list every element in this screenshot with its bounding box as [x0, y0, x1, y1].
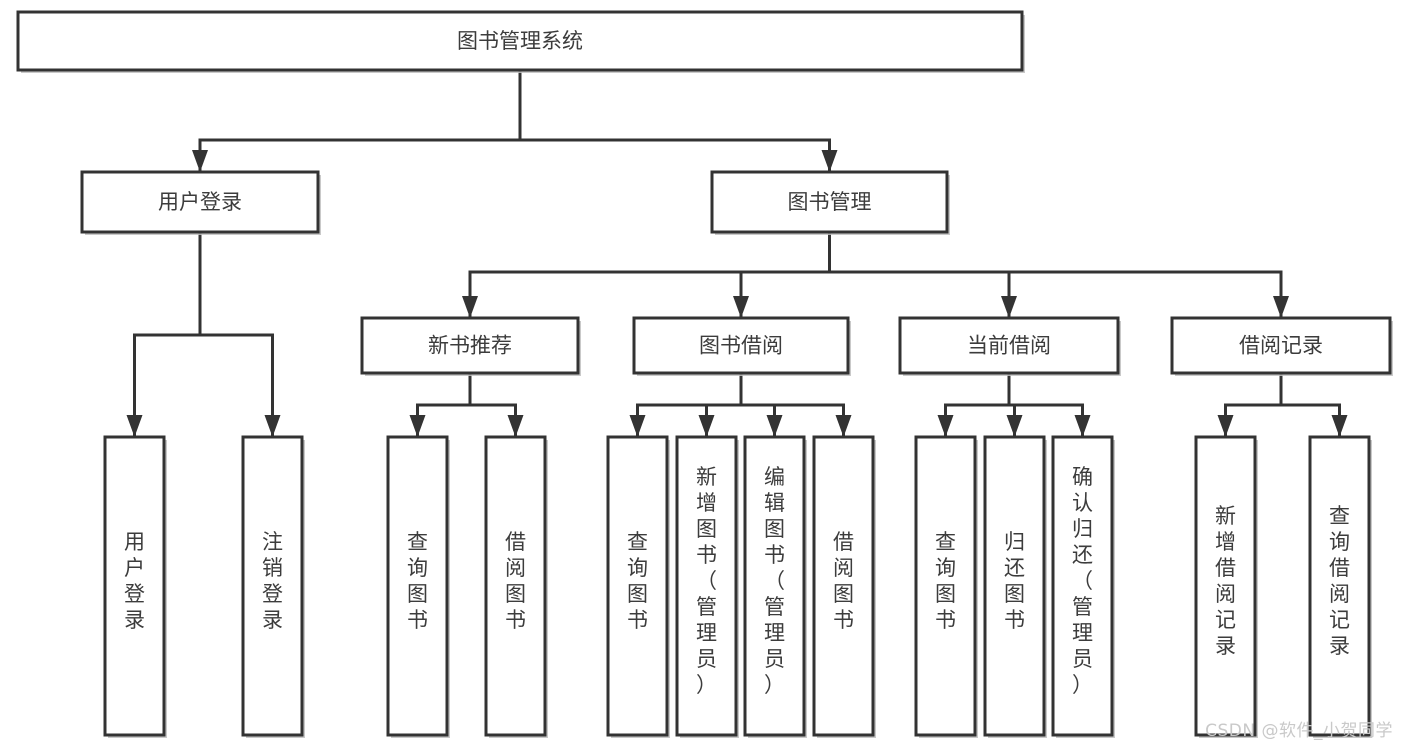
- node-box[interactable]: [675, 435, 738, 737]
- node-label: 当前借阅: [967, 334, 1051, 358]
- node-leaf-borrow-book[interactable]: 借阅图书: [812, 435, 876, 738]
- node-box[interactable]: [606, 435, 669, 737]
- node-label: 图书管理: [788, 190, 872, 214]
- node-leaf-query-books-borrow[interactable]: 查询图书: [606, 435, 670, 738]
- node-borrow-records[interactable]: 借阅记录: [1170, 316, 1393, 376]
- node-label: 借阅记录: [1239, 334, 1323, 358]
- node-label: 借阅图书: [505, 530, 526, 632]
- node-leaf-return-book[interactable]: 归还图书: [983, 435, 1047, 738]
- node-box[interactable]: [632, 316, 850, 375]
- node-root-root[interactable]: 图书管理系统: [16, 10, 1025, 73]
- node-label: 确认归还（管理员）: [1072, 465, 1093, 697]
- node-leaf-confirm-return-admin[interactable]: 确认归还（管理员）: [1051, 435, 1115, 738]
- node-label: 注销登录: [262, 530, 283, 632]
- node-box[interactable]: [386, 435, 449, 737]
- node-label: 用户登录: [158, 190, 242, 214]
- arrow-head-icon: [733, 296, 749, 318]
- arrow-head-icon: [192, 150, 208, 172]
- arrow-head-icon: [821, 150, 838, 172]
- node-user-login[interactable]: 用户登录: [80, 170, 321, 235]
- node-current-borrow[interactable]: 当前借阅: [898, 316, 1121, 376]
- node-box[interactable]: [16, 10, 1024, 72]
- arrow-head-icon: [126, 415, 143, 437]
- node-leaf-user-login[interactable]: 用户登录: [103, 435, 167, 738]
- node-label: 查询图书: [407, 530, 428, 632]
- node-label: 查询图书: [627, 530, 648, 632]
- node-box[interactable]: [1308, 435, 1371, 737]
- node-leaf-edit-book-admin[interactable]: 编辑图书（管理员）: [743, 435, 807, 738]
- node-label: 编辑图书（管理员）: [764, 465, 785, 697]
- node-label: 新增图书（管理员）: [696, 465, 717, 697]
- node-box[interactable]: [1051, 435, 1114, 737]
- node-label: 新增借阅记录: [1215, 504, 1236, 658]
- node-label: 查询借阅记录: [1329, 504, 1350, 658]
- node-label: 归还图书: [1004, 530, 1025, 632]
- arrow-head-icon: [1074, 415, 1091, 437]
- node-leaf-query-books-current[interactable]: 查询图书: [914, 435, 978, 738]
- node-leaf-add-book-admin[interactable]: 新增图书（管理员）: [675, 435, 739, 738]
- node-label: 新书推荐: [428, 334, 512, 358]
- node-leaf-logout[interactable]: 注销登录: [241, 435, 305, 738]
- node-box[interactable]: [484, 435, 547, 737]
- arrow-head-icon: [1331, 415, 1348, 437]
- node-box[interactable]: [812, 435, 875, 737]
- node-book-management[interactable]: 图书管理: [710, 170, 950, 235]
- arrow-head-icon: [507, 415, 524, 437]
- arrow-head-icon: [937, 415, 954, 437]
- node-box[interactable]: [983, 435, 1046, 737]
- arrow-head-icon: [1273, 296, 1289, 318]
- arrow-head-icon: [1001, 296, 1017, 318]
- node-book-borrow[interactable]: 图书借阅: [632, 316, 851, 376]
- arrow-head-icon: [462, 296, 478, 318]
- arrow-head-icon: [835, 415, 852, 437]
- arrow-head-icon: [1217, 415, 1234, 437]
- node-box[interactable]: [360, 316, 580, 375]
- node-new-book-recommend[interactable]: 新书推荐: [360, 316, 581, 376]
- node-box[interactable]: [710, 170, 949, 234]
- arrow-head-icon: [264, 415, 281, 437]
- node-leaf-borrow-books-recommend[interactable]: 借阅图书: [484, 435, 548, 738]
- arrow-head-icon: [629, 415, 646, 437]
- node-label: 图书借阅: [699, 334, 783, 358]
- node-box[interactable]: [103, 435, 166, 737]
- watermark-label: CSDN @软件_小贺同学: [1205, 721, 1393, 741]
- node-box[interactable]: [743, 435, 806, 737]
- node-box[interactable]: [1194, 435, 1257, 737]
- node-box[interactable]: [898, 316, 1120, 375]
- node-label: 图书管理系统: [457, 29, 583, 53]
- node-label: 借阅图书: [833, 530, 854, 632]
- arrow-head-icon: [766, 415, 783, 437]
- node-box[interactable]: [241, 435, 304, 737]
- node-leaf-query-books-recommend[interactable]: 查询图书: [386, 435, 450, 738]
- arrow-head-icon: [698, 415, 715, 437]
- node-label: 用户登录: [124, 530, 145, 632]
- arrow-head-icon: [1006, 415, 1023, 437]
- arrow-head-icon: [409, 415, 426, 437]
- node-leaf-add-borrow-record[interactable]: 新增借阅记录: [1194, 435, 1258, 738]
- node-box[interactable]: [914, 435, 977, 737]
- node-leaf-query-borrow-record[interactable]: 查询借阅记录: [1308, 435, 1372, 738]
- node-box[interactable]: [80, 170, 320, 234]
- node-box[interactable]: [1170, 316, 1392, 375]
- node-label: 查询图书: [935, 530, 956, 632]
